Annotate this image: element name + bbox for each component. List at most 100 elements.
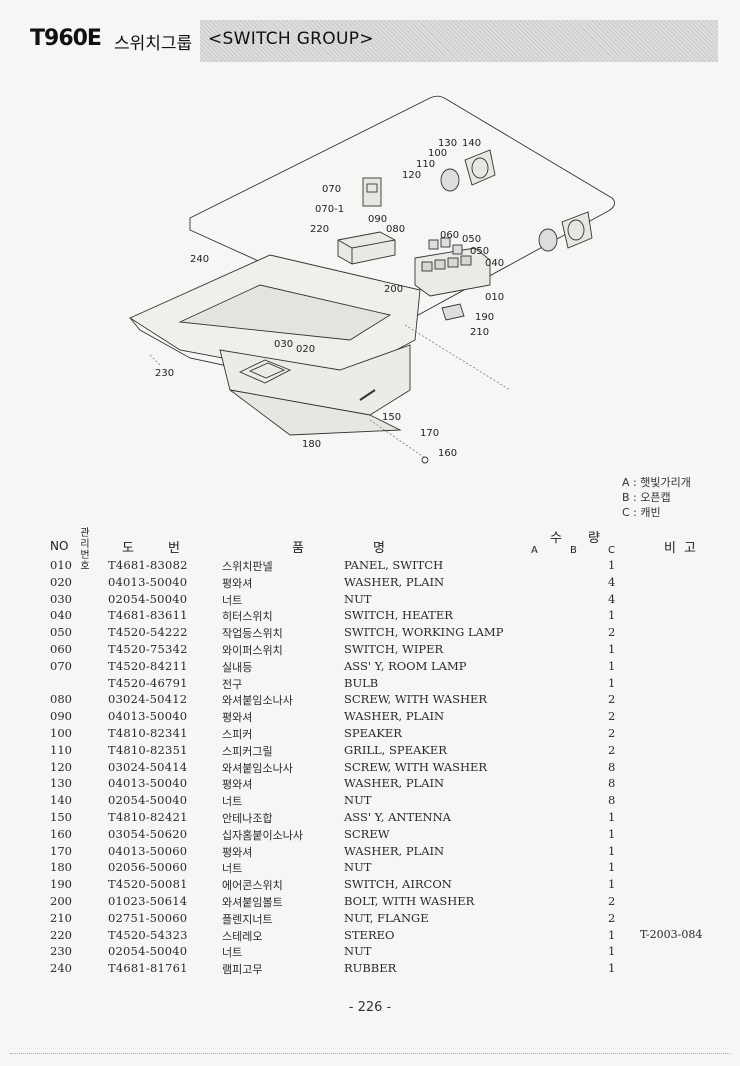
row-name-korean: 스피커	[222, 727, 253, 741]
row-name-english: WASHER, PLAIN	[344, 574, 445, 589]
legend-b: B : 오픈캡	[622, 491, 671, 504]
row-part-number: T4520-54222	[108, 625, 188, 640]
header-myeong: 명	[373, 541, 385, 556]
row-name-korean: 스위치판넬	[222, 560, 273, 573]
section-title-english: <SWITCH GROUP>	[208, 29, 374, 49]
row-name-korean: 평와셔	[222, 845, 253, 859]
row-name-english: SCREW	[344, 826, 390, 841]
row-name-korean: 에어콘스위치	[222, 879, 283, 893]
callout: 070-1	[315, 204, 344, 215]
row-name-korean: 안테나조합	[222, 811, 273, 825]
row-part-number: T4810-82421	[108, 809, 188, 824]
page-header: T960E 스위치그룹 <SWITCH GROUP>	[30, 20, 718, 62]
row-name-korean: 전구	[222, 677, 243, 691]
antenna	[359, 389, 376, 401]
callout: 060	[440, 230, 459, 241]
row-part-number: T4520-84211	[108, 658, 188, 673]
parts-table-header: NO 관리번호 도 번 품 명 수 량 A B C 비고	[40, 525, 720, 572]
row-name-english: NUT	[344, 793, 372, 808]
row-name-korean: 와셔붙임볼트	[222, 895, 283, 909]
callout: 160	[438, 448, 457, 459]
row-name-korean: 플렌지너트	[222, 912, 273, 926]
row-no: 240	[50, 961, 72, 976]
row-name-korean: 실내등	[222, 660, 253, 674]
row-part-number: T4520-75342	[108, 641, 188, 656]
model-code: T960E	[30, 26, 102, 51]
callout: 040	[485, 258, 504, 269]
row-no: 050	[50, 625, 72, 640]
row-part-number: T4520-50081	[108, 877, 188, 892]
callout: 110	[416, 159, 435, 170]
row-no: 110	[50, 742, 72, 757]
callout: 080	[386, 224, 405, 235]
row-no: 190	[50, 877, 72, 892]
row-part-number: T4810-82351	[108, 742, 188, 757]
page-number: - 226 -	[348, 1000, 392, 1015]
callout: 050	[462, 234, 481, 245]
row-name-english: NUT	[344, 860, 372, 875]
row-name-korean: 평와셔	[222, 576, 253, 590]
row-qty-c: 1	[608, 843, 616, 858]
row-part-number: 01023-50614	[108, 893, 188, 908]
row-qty-c: 2	[608, 742, 616, 757]
callout: 210	[470, 327, 489, 338]
callout: 140	[462, 138, 481, 149]
header-do: 도	[122, 541, 134, 556]
callout: 240	[190, 254, 209, 265]
row-no: 150	[50, 809, 72, 824]
row-part-number: 02054-50040	[108, 944, 188, 959]
row-no: 220	[50, 927, 72, 942]
row-no: 230	[50, 944, 72, 959]
row-qty-c: 1	[608, 860, 616, 875]
callout: 230	[155, 368, 174, 379]
row-name-english: SCREW, WITH WASHER	[344, 759, 488, 774]
row-qty-c: 8	[608, 776, 616, 791]
row-name-korean: 평와셔	[222, 711, 253, 725]
row-name-korean: 너트	[222, 946, 243, 960]
roof-outline	[189, 95, 615, 326]
row-name-korean: 너트	[222, 593, 243, 607]
row-part-number: T4520-54323	[108, 927, 188, 942]
row-no: 130	[50, 776, 72, 791]
row-no: 020	[50, 574, 72, 589]
callout: 020	[296, 344, 315, 355]
legend-c: C : 캐빈	[622, 506, 661, 519]
row-no: 010	[50, 558, 72, 572]
callout: 200	[384, 284, 403, 295]
row-qty-c: 1	[608, 877, 616, 892]
row-name-english: SWITCH, AIRCON	[344, 877, 452, 892]
row-name-english: SWITCH, WIPER	[344, 641, 444, 656]
room-lamp-window	[238, 359, 292, 384]
header-su: 수	[550, 531, 562, 546]
row-no: 060	[50, 641, 72, 656]
row-name-korean: 스테레오	[222, 929, 263, 943]
row-qty-c: 2	[608, 692, 616, 707]
row-name-korean: 너트	[222, 862, 243, 876]
row-qty-c: 4	[608, 574, 616, 589]
row-name-english: SPEAKER	[344, 725, 402, 740]
row-no: 100	[50, 725, 72, 740]
row-qty-c: 1	[608, 608, 616, 623]
row-qty-c: 8	[608, 759, 616, 774]
header-ryang: 량	[588, 531, 600, 546]
row-qty-c: 2	[608, 709, 616, 724]
row-qty-c: 1	[608, 675, 616, 690]
row-qty-c: 1	[608, 826, 616, 841]
row-name-english: ASS' Y, ANTENNA	[344, 809, 451, 824]
row-part-number: 02054-50040	[108, 591, 188, 606]
row-name-korean: 와셔붙임소나사	[222, 761, 293, 775]
